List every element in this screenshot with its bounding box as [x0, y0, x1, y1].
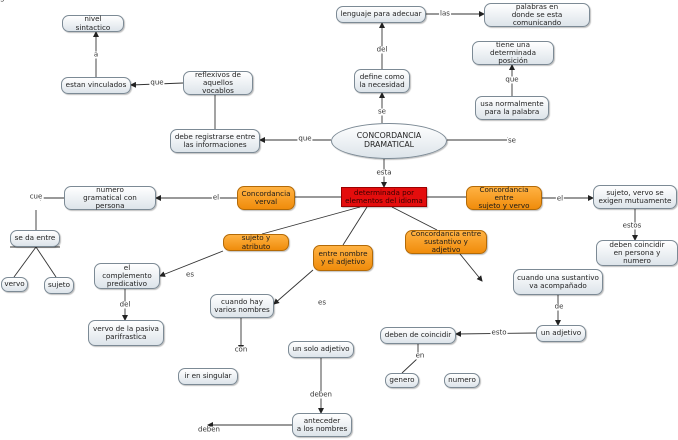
connector-label: se: [507, 136, 517, 145]
connector-entre-nombre-to-varios: [273, 269, 314, 305]
connector-se-da-to-vervo: [13, 246, 37, 278]
node-se-da: se da entre: [10, 230, 60, 247]
connector-determinada-to-conc-sust-adj: [391, 206, 438, 231]
connector-label: esta: [375, 168, 393, 177]
node-cuando-sust: cuando una sustantivo va acompañado: [513, 269, 603, 295]
connector-conc-sust-adj-to-cuando-sust: [459, 253, 483, 282]
connector-label: se: [377, 107, 387, 116]
connector-label: es: [317, 298, 327, 307]
connector-label: deben: [309, 390, 333, 399]
connector-determinada-to-suj-atrib: [261, 206, 361, 235]
node-root: CONCORDANCIA DRAMATICAL: [331, 123, 447, 159]
node-palabras: palabras en donde se esta comunicando: [484, 2, 590, 27]
node-sujeto: sujeto: [44, 277, 74, 294]
node-suj-vervo-exigen: sujeto, vervo se exigen mutuamente: [593, 185, 677, 209]
connector-label: es: [0, 0, 5, 4]
connector-suj-atrib-to-complemento: [159, 250, 224, 277]
node-conc-verval: Concordancia verval: [237, 186, 295, 210]
node-numero2: numero: [444, 373, 480, 388]
node-nivel: nivel sintactico: [62, 15, 124, 32]
connector-label: cue: [28, 192, 44, 201]
connector-label: es: [185, 270, 195, 279]
node-tiene: tiene una determinada posición: [472, 40, 554, 65]
connector-coincidir2-to-numero2: [401, 357, 419, 374]
connector-label: en: [414, 351, 426, 360]
node-anteceder: anteceder a los nombres: [292, 413, 352, 437]
connector-label: del: [375, 45, 389, 54]
node-entre-nombre: entre nombre y el adjetivo: [313, 245, 373, 271]
node-determinada: determinada por elementos del idioma: [341, 187, 427, 207]
node-un-adj: un adjetivo: [536, 325, 586, 342]
node-suj-atrib: sujeto y atributo: [223, 234, 289, 251]
connector-label: esto: [490, 328, 508, 337]
connector-label: que: [297, 134, 313, 143]
connector-label: deben: [197, 425, 221, 434]
connector-label: a: [92, 50, 100, 59]
connector-label: que: [149, 78, 165, 87]
node-usa: usa normalmente para la palabra: [475, 96, 549, 120]
node-conc-suj-verbo: Concordancia entre sujeto y vervo: [466, 185, 542, 210]
connector-label: de: [553, 302, 565, 311]
connector-label: las: [439, 9, 451, 18]
connector-label: estos: [621, 221, 643, 230]
node-registrarse: debe registrarse entre las informaciones: [170, 129, 260, 153]
connector-determinada-to-entre-nombre: [342, 206, 368, 246]
node-coincidir2: deben de coincidir: [380, 327, 456, 344]
node-complemento: el complemento predicativo: [94, 263, 160, 289]
node-vervo: vervo: [1, 277, 28, 292]
connector-label: el: [211, 193, 221, 202]
node-vinculados: estan vinculados: [61, 77, 131, 94]
node-numero-gram: numero gramatical con persona: [64, 185, 156, 210]
connector-se-da-to-sujeto: [35, 246, 57, 278]
connector-label: del: [118, 300, 132, 309]
node-singular: ir en singular: [178, 368, 238, 385]
node-varios: cuando hay varios nombres: [210, 294, 274, 318]
connector-label: el: [555, 194, 565, 203]
node-solo-adj: un solo adjetivo: [288, 341, 354, 358]
node-genero: genero: [385, 373, 419, 388]
node-pasiva: vervo de la pasiva parifrastica: [88, 320, 164, 346]
node-lenguaje: lenguaje para adecuar: [336, 6, 426, 23]
connector-label: con: [233, 345, 249, 354]
node-reflexivos: reflexivos de aquellos vocablos: [183, 70, 253, 95]
node-coincidir-persona: deben coincidir en persona y numero: [596, 240, 678, 266]
connector-label: que: [504, 75, 520, 84]
node-conc-sust-adj: Concordancia entre sustantivo y adjetivo: [405, 229, 487, 254]
node-define: define como la necesidad: [354, 69, 410, 93]
